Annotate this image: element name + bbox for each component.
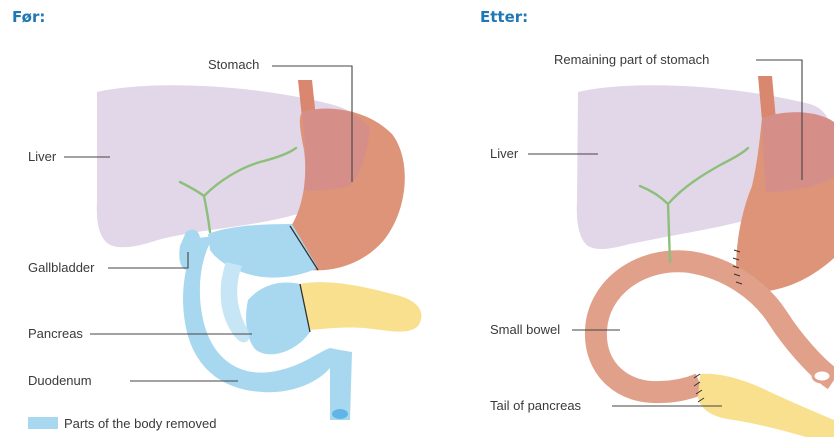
after-panel: Etter: Remaining part of stomach Liver [480, 8, 834, 437]
legend-label: Parts of the body removed [64, 416, 216, 431]
label-small-bowel: Small bowel [490, 322, 560, 337]
label-pancreas: Pancreas [28, 326, 83, 341]
bowel-open-end [813, 370, 831, 382]
before-panel: Før: [12, 8, 421, 431]
label-remaining-stomach: Remaining part of stomach [554, 52, 709, 67]
label-tail-of-pancreas: Tail of pancreas [490, 398, 582, 413]
after-heading: Etter: [480, 8, 528, 26]
pancreas-tail-before [300, 282, 421, 331]
leader-gallbladder [108, 252, 188, 268]
before-heading: Før: [12, 8, 45, 26]
label-duodenum: Duodenum [28, 373, 92, 388]
stomach-liver-overlap-after [762, 112, 834, 192]
duodenum-end [332, 409, 348, 419]
legend-swatch [28, 417, 58, 429]
label-liver-before: Liver [28, 149, 57, 164]
label-gallbladder: Gallbladder [28, 260, 95, 275]
label-liver-after: Liver [490, 146, 519, 161]
tail-of-pancreas-after [698, 374, 834, 437]
label-stomach: Stomach [208, 57, 259, 72]
